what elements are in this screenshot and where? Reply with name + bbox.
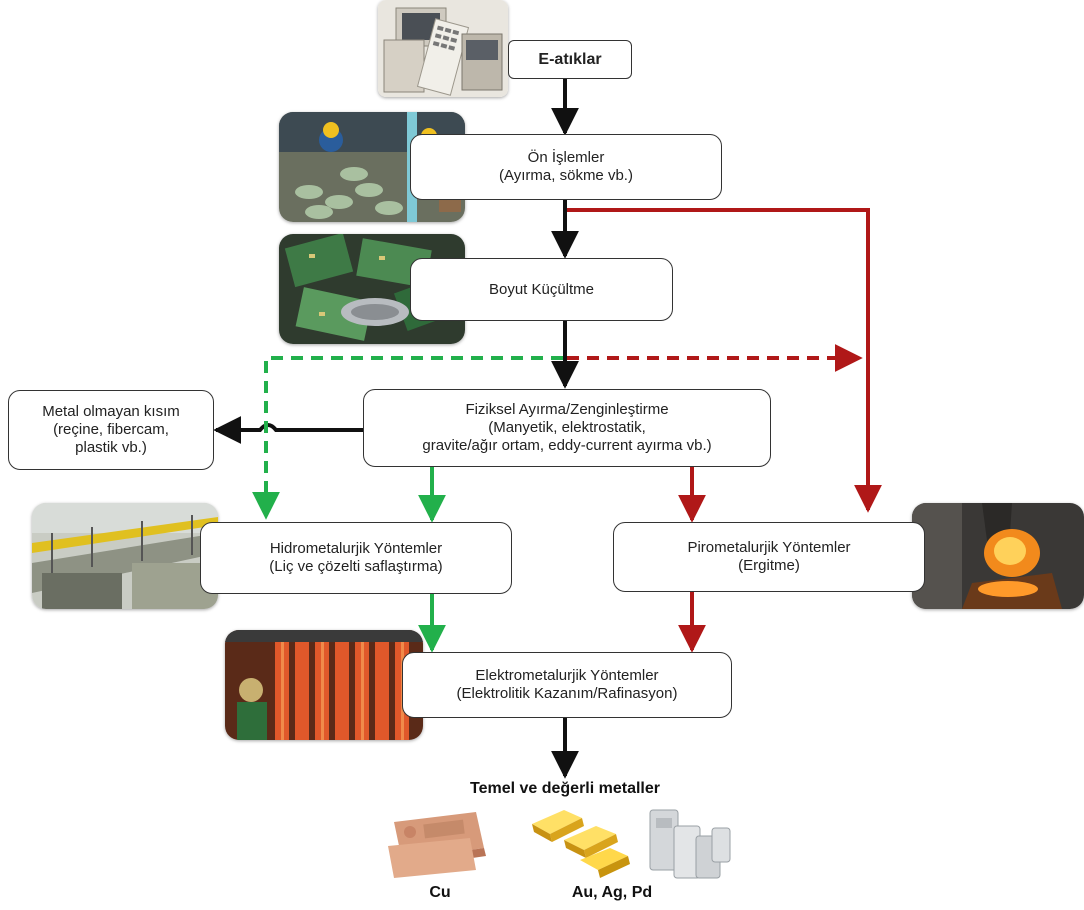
node-onislem-line2: (Ayırma, sökme vb.) [499, 167, 633, 184]
node-eatik-line1: E-atıklar [538, 50, 602, 68]
e-waste-photo [378, 0, 508, 97]
node-hidro: Hidrometalurjik Yöntemler (Liç ve çözelt… [200, 522, 512, 594]
gold-bars-photo [524, 800, 636, 880]
arrow-onislem-piro [567, 208, 882, 513]
e-waste-photo-art [378, 0, 508, 97]
node-metalolmayan-line3: plastik vb.) [75, 439, 147, 456]
node-onislem-line1: Ön İşlemler [527, 149, 605, 166]
smelting-furnace-photo-art [912, 503, 1084, 609]
node-elektro-line1: Elektrometalurjik Yöntemler [475, 667, 659, 684]
silver-bars-photo [644, 806, 734, 882]
node-piro-line1: Pirometalurjik Yöntemler [687, 539, 851, 556]
node-hidro-line1: Hidrometalurjik Yöntemler [269, 540, 443, 557]
hydrometallurgy-plant-photo [32, 503, 218, 609]
node-fiziksel-line1: Fiziksel Ayırma/Zenginleştirme [465, 401, 669, 418]
node-boyut: Boyut Küçültme [410, 258, 673, 321]
node-metalolmayan-line2: (reçine, fibercam, [53, 421, 169, 438]
node-metalolmayan-line1: Metal olmayan kısım [42, 403, 180, 420]
node-onislem: Ön İşlemler (Ayırma, sökme vb.) [410, 134, 722, 200]
arrow-fiziksel-metalolmayan [213, 416, 363, 444]
node-hidro-line2: (Liç ve çözelti saflaştırma) [269, 558, 443, 575]
node-piro-line2: (Ergitme) [738, 557, 800, 574]
electrorefining-photo [225, 630, 423, 740]
node-fiziksel: Fiziksel Ayırma/Zenginleştirme (Manyetik… [363, 389, 771, 467]
hydrometallurgy-plant-photo-art [32, 503, 218, 609]
node-metalolmayan: Metal olmayan kısım (reçine, fibercam, p… [8, 390, 214, 470]
node-elektro: Elektrometalurjik Yöntemler (Elektroliti… [402, 652, 732, 718]
node-eatik: E-atıklar [508, 40, 632, 79]
node-elektro-line2: (Elektrolitik Kazanım/Rafinasyon) [456, 685, 678, 702]
copper-bars-art [388, 812, 486, 878]
silver-bars-art [649, 809, 731, 879]
arrow-boyut-hidro-dashed [252, 356, 563, 520]
node-boyut-line1: Boyut Küçültme [488, 280, 595, 298]
gold-bars-art [532, 810, 630, 878]
node-fiziksel-line2: (Manyetik, elektrostatik, [488, 419, 646, 436]
smelting-furnace-photo [912, 503, 1084, 609]
precious-label: Au, Ag, Pd [571, 884, 653, 901]
node-piro: Pirometalurjik Yöntemler (Ergitme) [613, 522, 925, 592]
electrorefining-photo-art [225, 630, 423, 740]
products-title: Temel ve değerli metaller [469, 780, 660, 797]
cu-label: Cu [429, 884, 451, 901]
copper-bars-photo [384, 808, 494, 880]
node-fiziksel-line3: gravite/ağır ortam, eddy-current ayırma … [422, 437, 712, 454]
